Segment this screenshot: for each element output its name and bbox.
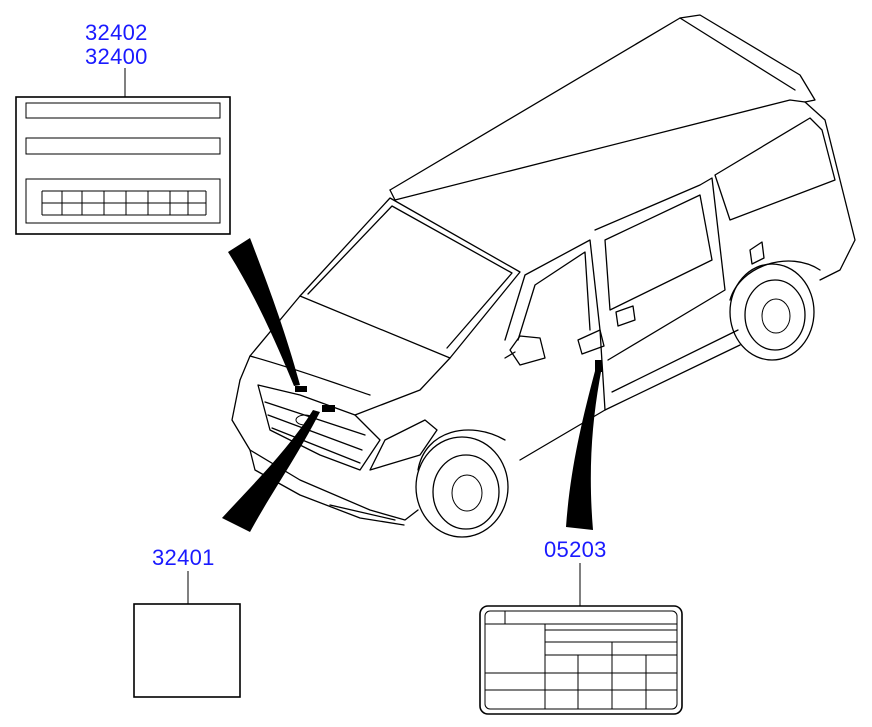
- part-number-32401: 32401: [152, 545, 215, 570]
- part-number-32400: 32400: [85, 44, 148, 69]
- leader-wedges: [222, 238, 601, 532]
- van-illustration: [231, 14, 856, 538]
- label-32400-grid: [41, 190, 207, 216]
- part-number-05203: 05203: [544, 537, 607, 562]
- label-05203-drawing: [479, 563, 683, 715]
- label-32401-drawing: [133, 571, 241, 698]
- part-number-32402: 32402: [85, 20, 148, 45]
- label-32400-drawing: [15, 68, 231, 235]
